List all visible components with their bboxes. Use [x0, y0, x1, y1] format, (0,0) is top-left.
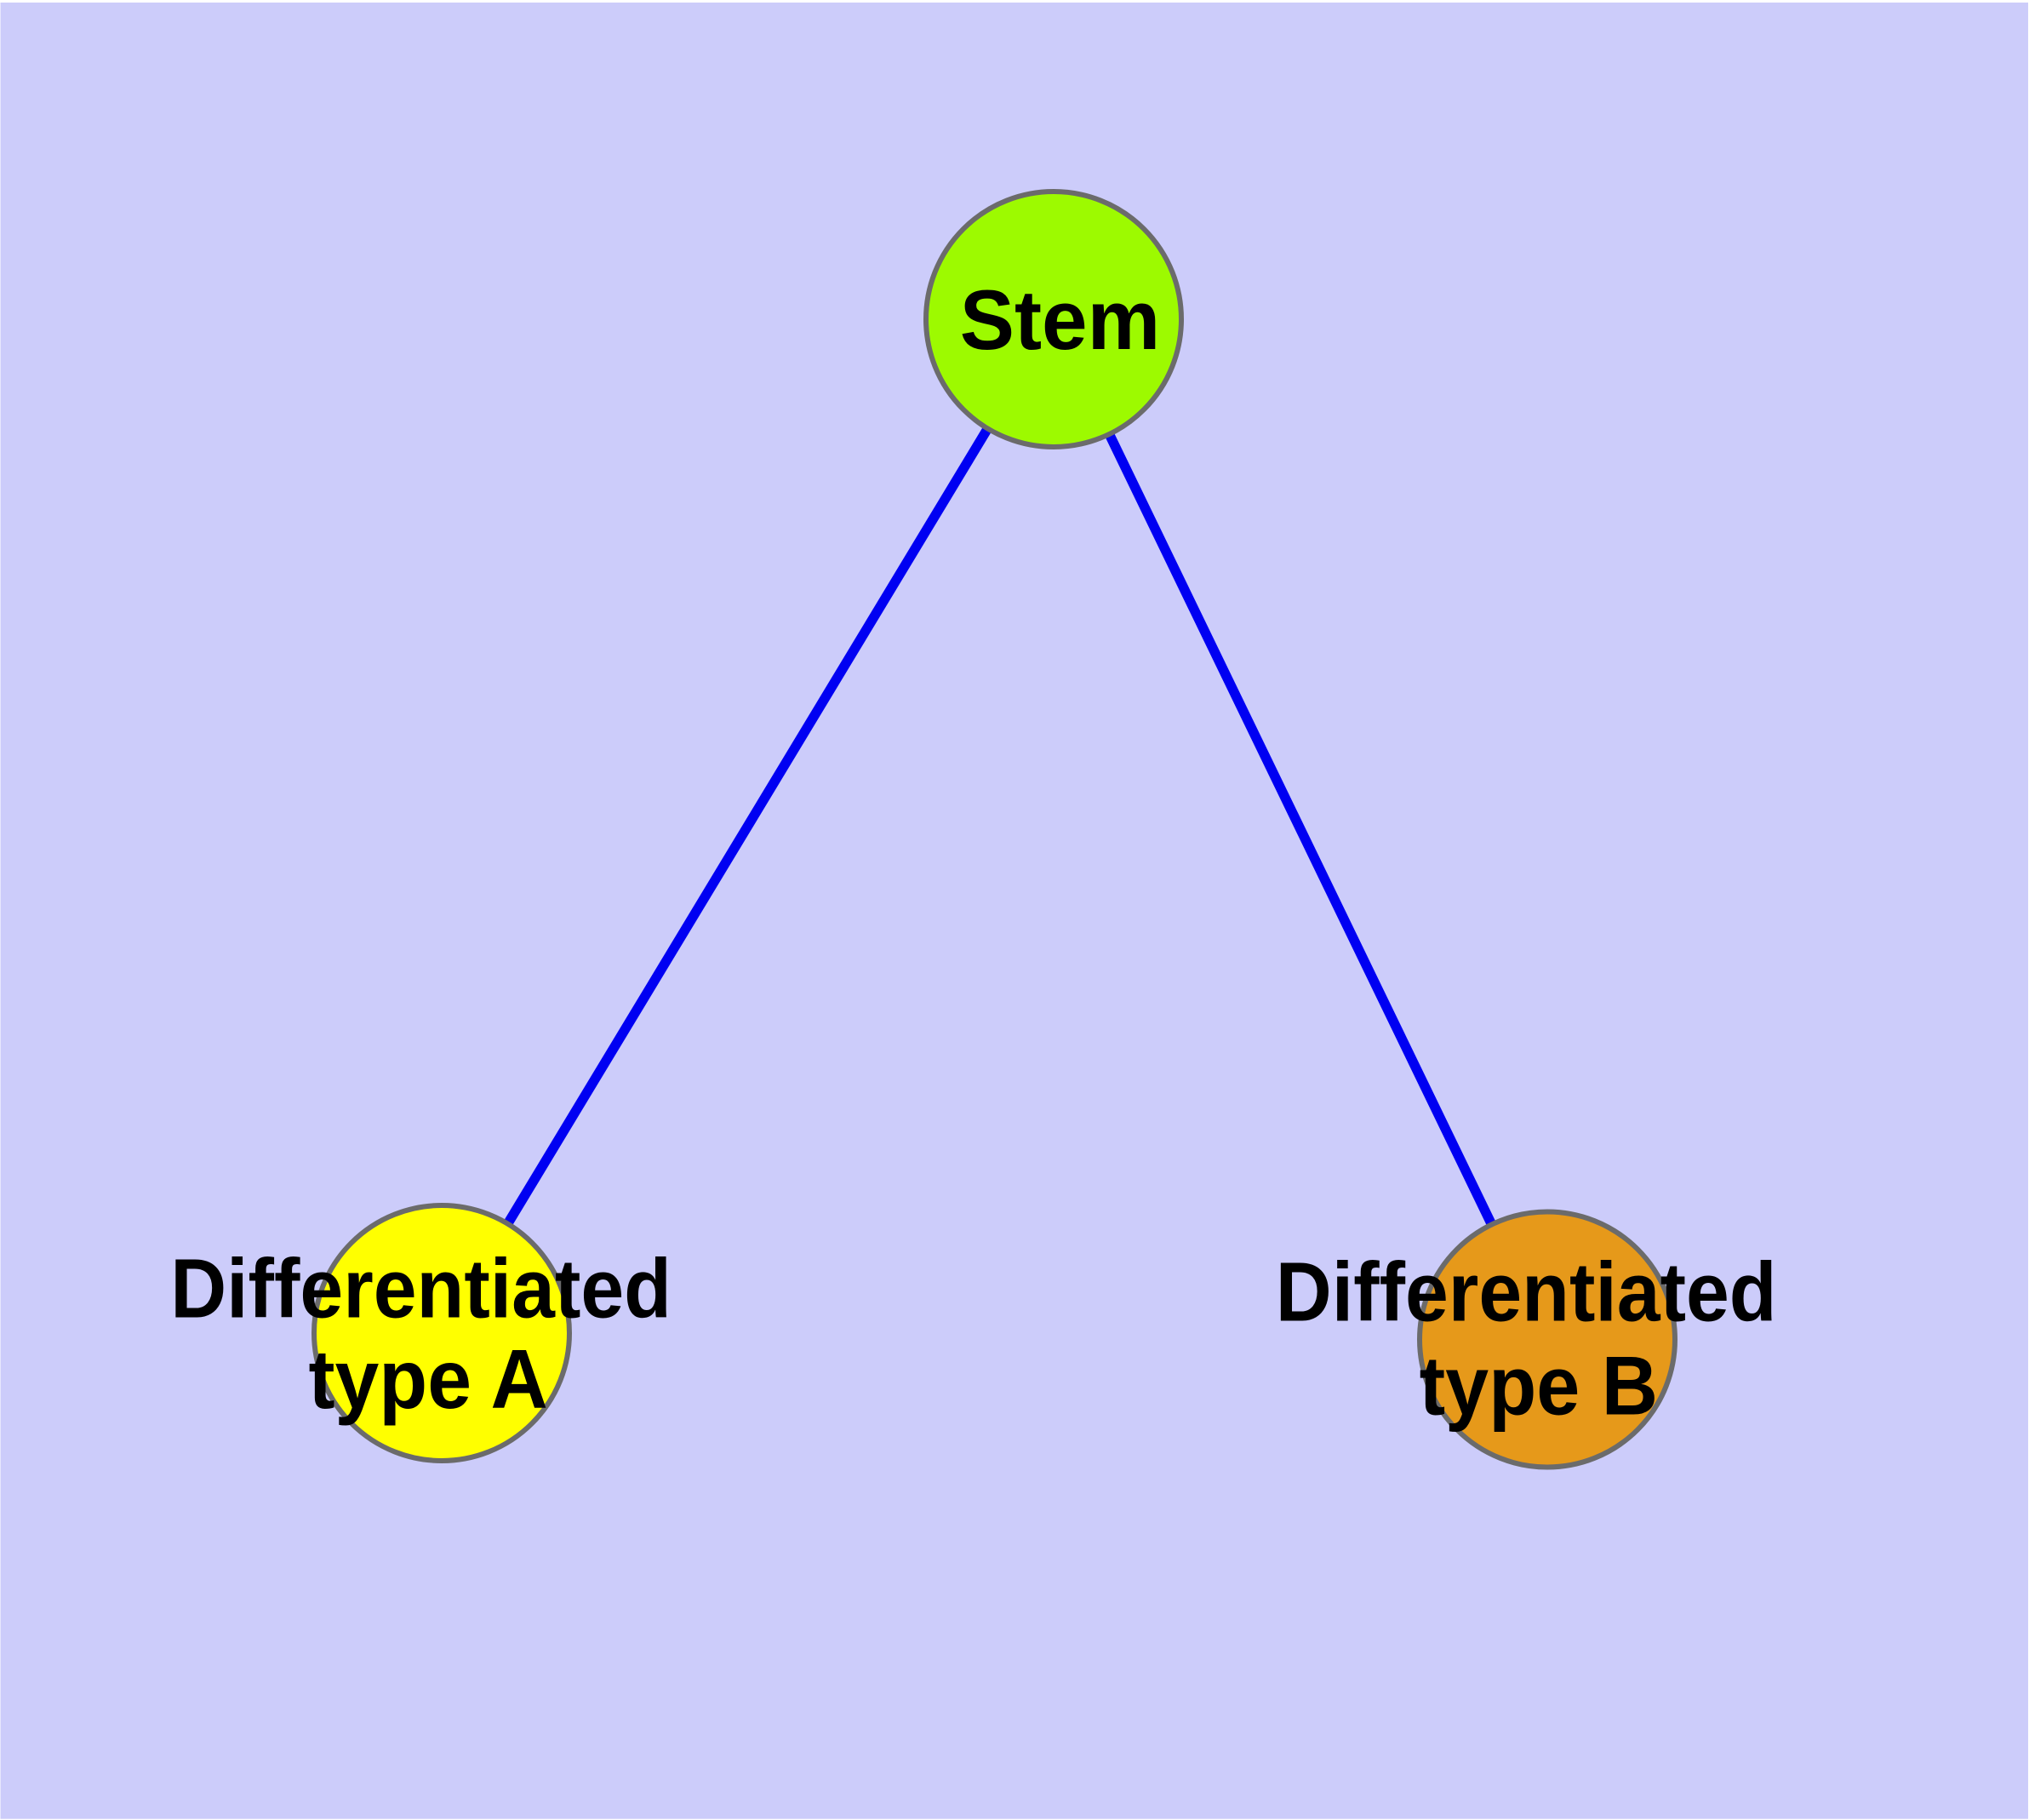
svg-text:Stem: Stem — [960, 272, 1161, 367]
svg-text:type A: type A — [308, 1332, 547, 1426]
svg-text:Differentiated: Differentiated — [170, 1242, 672, 1336]
svg-text:type B: type B — [1420, 1339, 1658, 1433]
svg-text:Differentiated: Differentiated — [1276, 1245, 1777, 1339]
